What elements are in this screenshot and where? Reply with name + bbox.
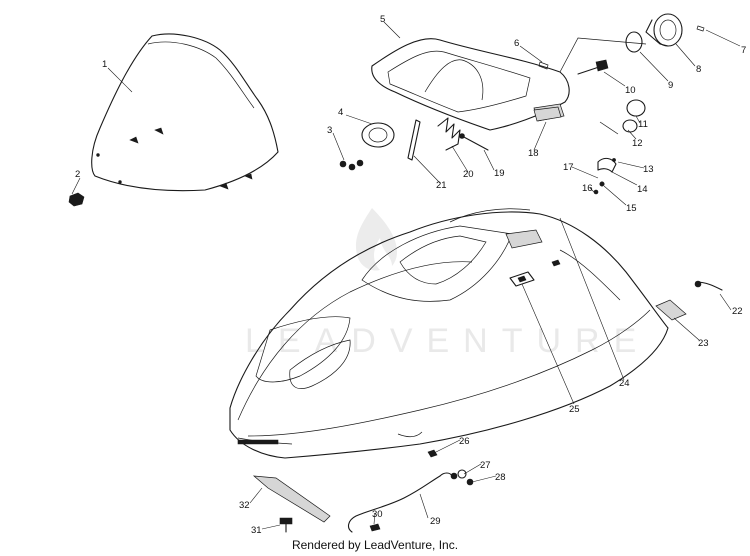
small-screw-part-6: [538, 61, 549, 70]
callout-10: 10: [625, 85, 636, 96]
callout-17: 17: [563, 162, 574, 173]
callout-6: 6: [514, 38, 519, 49]
callout-11: 11: [638, 119, 648, 130]
callout-27: 27: [480, 460, 491, 471]
bolt-part-19: [459, 133, 489, 151]
callout-30: 30: [372, 509, 383, 520]
callout-9: 9: [668, 80, 673, 91]
callout-4: 4: [338, 107, 343, 118]
gasket-part-9: [625, 31, 643, 53]
callout-8: 8: [696, 64, 701, 75]
strap-part-21: [407, 119, 421, 161]
spring-part-20: [437, 117, 461, 151]
windshield-part-1: [91, 33, 279, 192]
bulb-part-11: [626, 99, 646, 117]
plate-part-23: [655, 299, 687, 321]
callout-2: 2: [75, 169, 80, 180]
watermark-text: LEADVENTURE: [245, 322, 650, 360]
callout-22: 22: [732, 306, 743, 317]
callout-13: 13: [643, 164, 654, 175]
footer-credit: Rendered by LeadVenture, Inc.: [291, 538, 459, 552]
cable-part-29: [347, 472, 453, 533]
leader-lines: [71, 21, 741, 530]
callout-24: 24: [619, 378, 630, 389]
callout-18: 18: [528, 148, 539, 159]
callout-26: 26: [459, 436, 470, 447]
fastener-part-27: [450, 469, 467, 480]
callout-19: 19: [494, 168, 505, 179]
bolt-part-31: [279, 517, 293, 533]
bracket-parts-13-17: [593, 157, 617, 195]
watermark-flame-icon: [355, 208, 398, 271]
callout-32: 32: [239, 500, 250, 511]
screw-part-2: [68, 192, 85, 207]
callout-7: 7: [741, 45, 746, 56]
callout-21: 21: [436, 180, 447, 191]
trim-part-32: [252, 475, 331, 523]
callout-29: 29: [430, 516, 441, 527]
callout-16: 16: [582, 183, 593, 194]
ring-part-12: [622, 119, 638, 133]
mount-ring-part-4: [361, 122, 395, 148]
callout-1: 1: [102, 59, 107, 70]
gauge-cable: [559, 37, 647, 73]
callout-labels: 1 2 3 4 5 6 7 8 9 10 11 12 13 14 15 16 1…: [75, 14, 746, 536]
callout-15: 15: [626, 203, 637, 214]
callout-20: 20: [463, 169, 474, 180]
switch-part-10: [577, 59, 609, 75]
callout-5: 5: [380, 14, 385, 25]
bracket-part-18: [533, 106, 562, 122]
gauge-part-8: [645, 13, 683, 47]
watermark: LEADVENTURE: [245, 208, 650, 360]
callout-25: 25: [569, 404, 580, 415]
callout-23: 23: [698, 338, 709, 349]
dash-line-12: [599, 121, 619, 135]
callout-12: 12: [632, 138, 643, 149]
callout-31: 31: [251, 525, 262, 536]
callout-14: 14: [637, 184, 648, 195]
callout-3: 3: [327, 125, 332, 136]
fasteners-part-3: [339, 159, 364, 171]
pin-part-7: [696, 25, 705, 32]
hood-assembly: [229, 208, 669, 459]
cable-part-22: [694, 280, 723, 291]
callout-28: 28: [495, 472, 506, 483]
clip-part-30: [369, 523, 381, 532]
